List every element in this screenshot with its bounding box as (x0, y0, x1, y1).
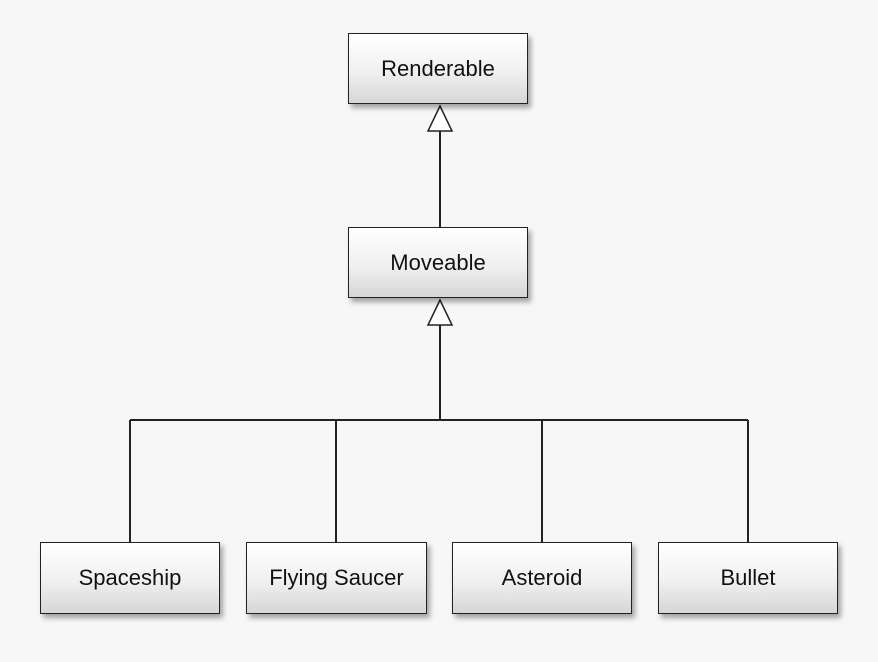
class-moveable: Moveable (348, 227, 528, 298)
class-label: Moveable (390, 249, 486, 275)
class-flying-saucer: Flying Saucer (246, 542, 427, 614)
class-label: Renderable (381, 55, 495, 81)
class-label: Bullet (720, 565, 776, 590)
class-asteroid: Asteroid (452, 542, 632, 614)
class-spaceship: Spaceship (40, 542, 220, 614)
class-label: Spaceship (78, 565, 182, 590)
class-renderable: Renderable (348, 33, 528, 104)
class-label: Asteroid (501, 565, 583, 590)
inheritance-arrowhead-renderable (426, 104, 454, 132)
class-label: Flying Saucer (269, 565, 404, 590)
inheritance-arrowhead-moveable (426, 298, 454, 326)
class-bullet: Bullet (658, 542, 838, 614)
